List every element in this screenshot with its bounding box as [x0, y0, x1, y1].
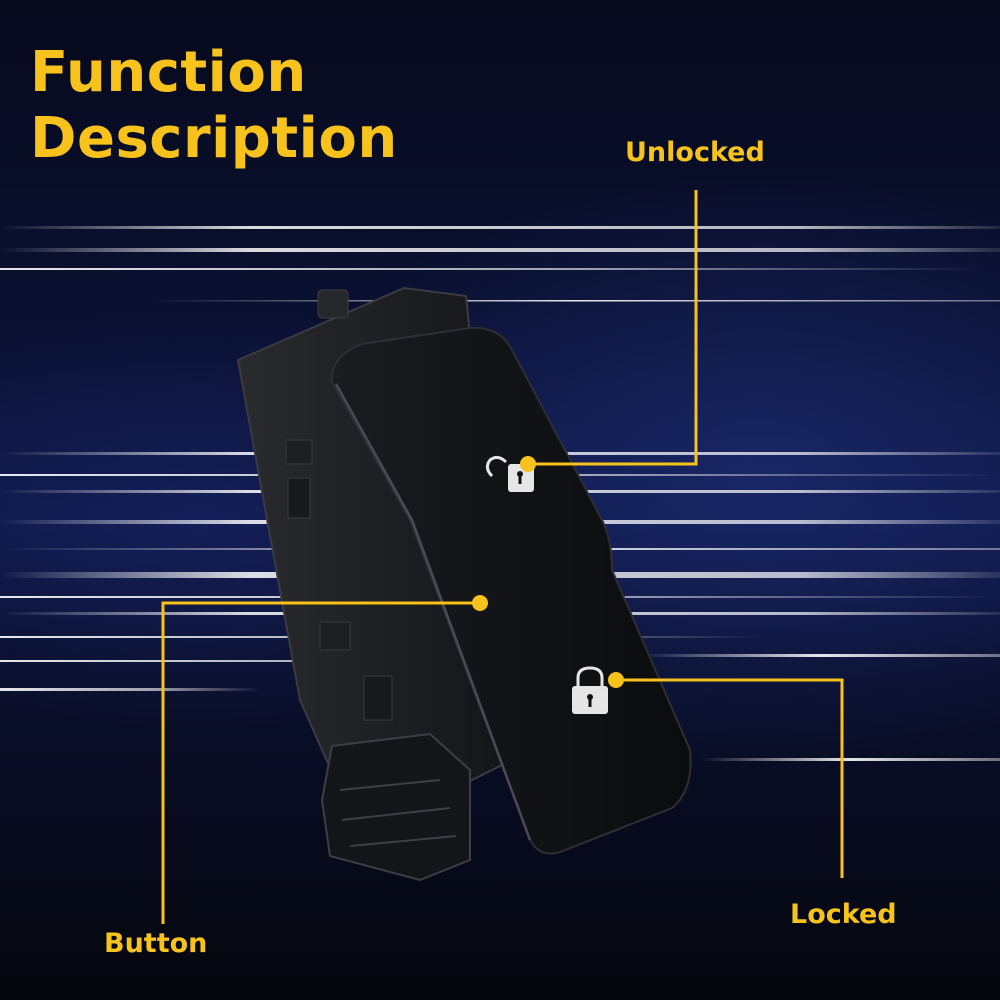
locked-padlock-icon [572, 666, 608, 714]
rocker-cap-edge [334, 383, 532, 841]
housing-clip [287, 477, 311, 519]
unlocked-callout-dot [520, 456, 536, 472]
wire-connector [320, 732, 471, 882]
locked-leader-line [616, 678, 844, 878]
light-streak [700, 758, 1000, 761]
button-leader-line [161, 601, 480, 924]
light-streak [0, 226, 1000, 229]
light-streak [0, 248, 1000, 252]
housing-clip [319, 621, 351, 651]
locked-callout-dot [608, 672, 624, 688]
connector-ridge [339, 779, 457, 847]
button-label: Button [104, 928, 208, 959]
housing-clip [363, 675, 393, 721]
button-callout-dot [472, 595, 488, 611]
light-streak [0, 268, 980, 270]
unlocked-leader-line [528, 190, 698, 466]
housing-clip [285, 439, 313, 465]
locked-label: Locked [790, 899, 897, 930]
page-title: Function Description [30, 40, 398, 172]
housing-top-tab [317, 289, 349, 319]
light-streak [150, 300, 1000, 302]
title-line-1: Function [30, 40, 307, 105]
unlocked-label: Unlocked [625, 137, 765, 168]
title-line-2: Description [30, 106, 398, 171]
light-streak [0, 688, 260, 691]
light-streak [640, 654, 1000, 657]
rocker-button-cap [330, 326, 692, 855]
